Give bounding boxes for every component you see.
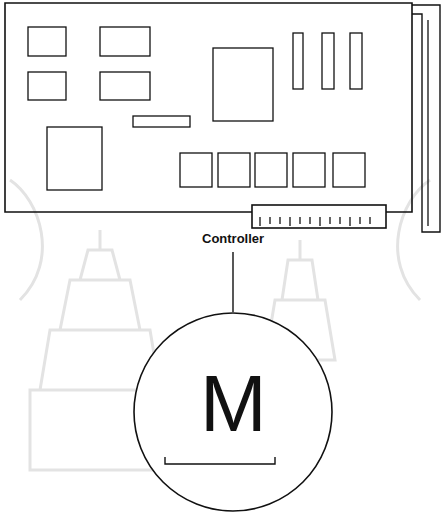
connector-finger xyxy=(369,217,370,224)
connector-finger xyxy=(349,217,350,226)
bracket-mark xyxy=(165,457,275,464)
connector-finger xyxy=(329,217,330,224)
connector-finger xyxy=(319,217,320,226)
controller-board: Controller xyxy=(5,3,440,251)
board-label: Controller xyxy=(202,231,264,246)
connector-finger xyxy=(259,217,260,226)
motor-outline xyxy=(134,313,332,511)
connector-finger xyxy=(339,217,340,224)
motor-circle: M xyxy=(133,312,333,512)
cable-line xyxy=(232,252,233,312)
connector-finger xyxy=(359,217,360,224)
connector-finger xyxy=(289,217,290,226)
connector-finger xyxy=(269,217,270,224)
connector-finger xyxy=(309,217,310,224)
connector-finger xyxy=(299,217,300,224)
motor-letter: M xyxy=(200,364,267,444)
connector-finger xyxy=(279,217,280,224)
